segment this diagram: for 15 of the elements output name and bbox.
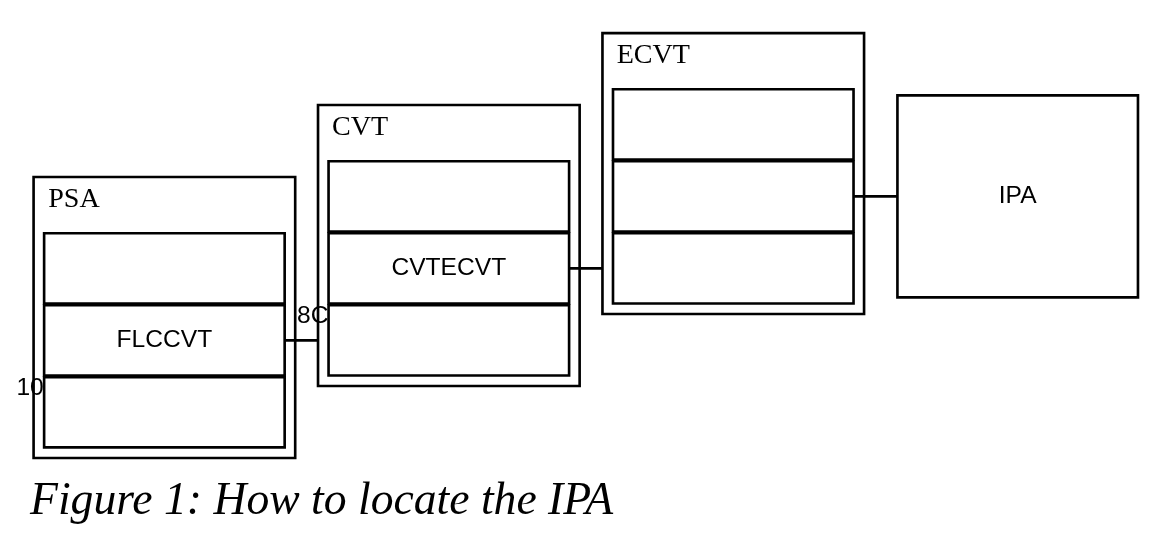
node-box bbox=[42, 231, 286, 305]
node-box bbox=[327, 159, 571, 233]
connector bbox=[569, 266, 603, 270]
caption: Figure 1: How to locate the IPA bbox=[30, 472, 614, 524]
node-box bbox=[611, 231, 855, 305]
connector bbox=[854, 194, 898, 198]
connector bbox=[285, 338, 318, 342]
node-box bbox=[611, 87, 855, 161]
node-box bbox=[327, 303, 571, 377]
node-box: FLCCVT bbox=[42, 303, 286, 377]
node-box bbox=[611, 159, 855, 233]
node-box: CVTECVT bbox=[327, 231, 571, 305]
node-box bbox=[42, 375, 286, 449]
cluster: ECVT bbox=[601, 31, 866, 315]
node-box: IPA bbox=[896, 93, 1140, 299]
